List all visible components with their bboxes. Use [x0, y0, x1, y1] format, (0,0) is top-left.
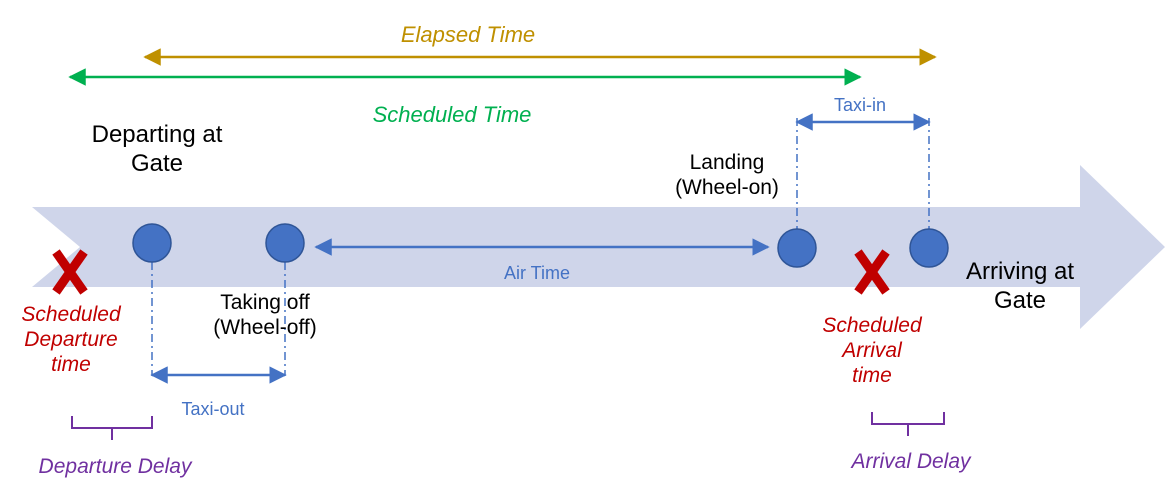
scheduled-time-label: Scheduled Time	[372, 102, 532, 127]
arrival-delay-label: Arrival Delay	[851, 450, 971, 473]
arrival-delay-bracket	[871, 412, 945, 436]
scheduled-departure-label: Scheduled Departure time	[21, 303, 121, 377]
landing-label: Landing (Wheel-on)	[675, 151, 779, 200]
taking-off-label: Taking off (Wheel-off)	[213, 291, 317, 340]
taxi-in-label: Taxi-in	[833, 95, 886, 115]
wheel-off-circle-icon	[265, 223, 305, 263]
elapsed-time-label: Elapsed Time	[400, 22, 536, 47]
arriving-at-gate-label: Arriving at Gate	[965, 258, 1075, 314]
scheduled-arrival-x-icon	[854, 249, 890, 295]
wheel-on-circle-icon	[777, 228, 817, 268]
gate-arrival-circle-icon	[909, 228, 949, 268]
taxi-out-label: Taxi-out	[181, 399, 245, 419]
departure-delay-bracket	[71, 416, 153, 440]
air-time-label: Air Time	[503, 263, 570, 283]
departing-at-gate-label: Departing at Gate	[91, 121, 223, 177]
departure-delay-label: Departure Delay	[38, 455, 192, 478]
scheduled-arrival-label: Scheduled Arrival time	[822, 314, 922, 388]
gate-departure-circle-icon	[132, 223, 172, 263]
scheduled-departure-x-icon	[52, 249, 88, 295]
